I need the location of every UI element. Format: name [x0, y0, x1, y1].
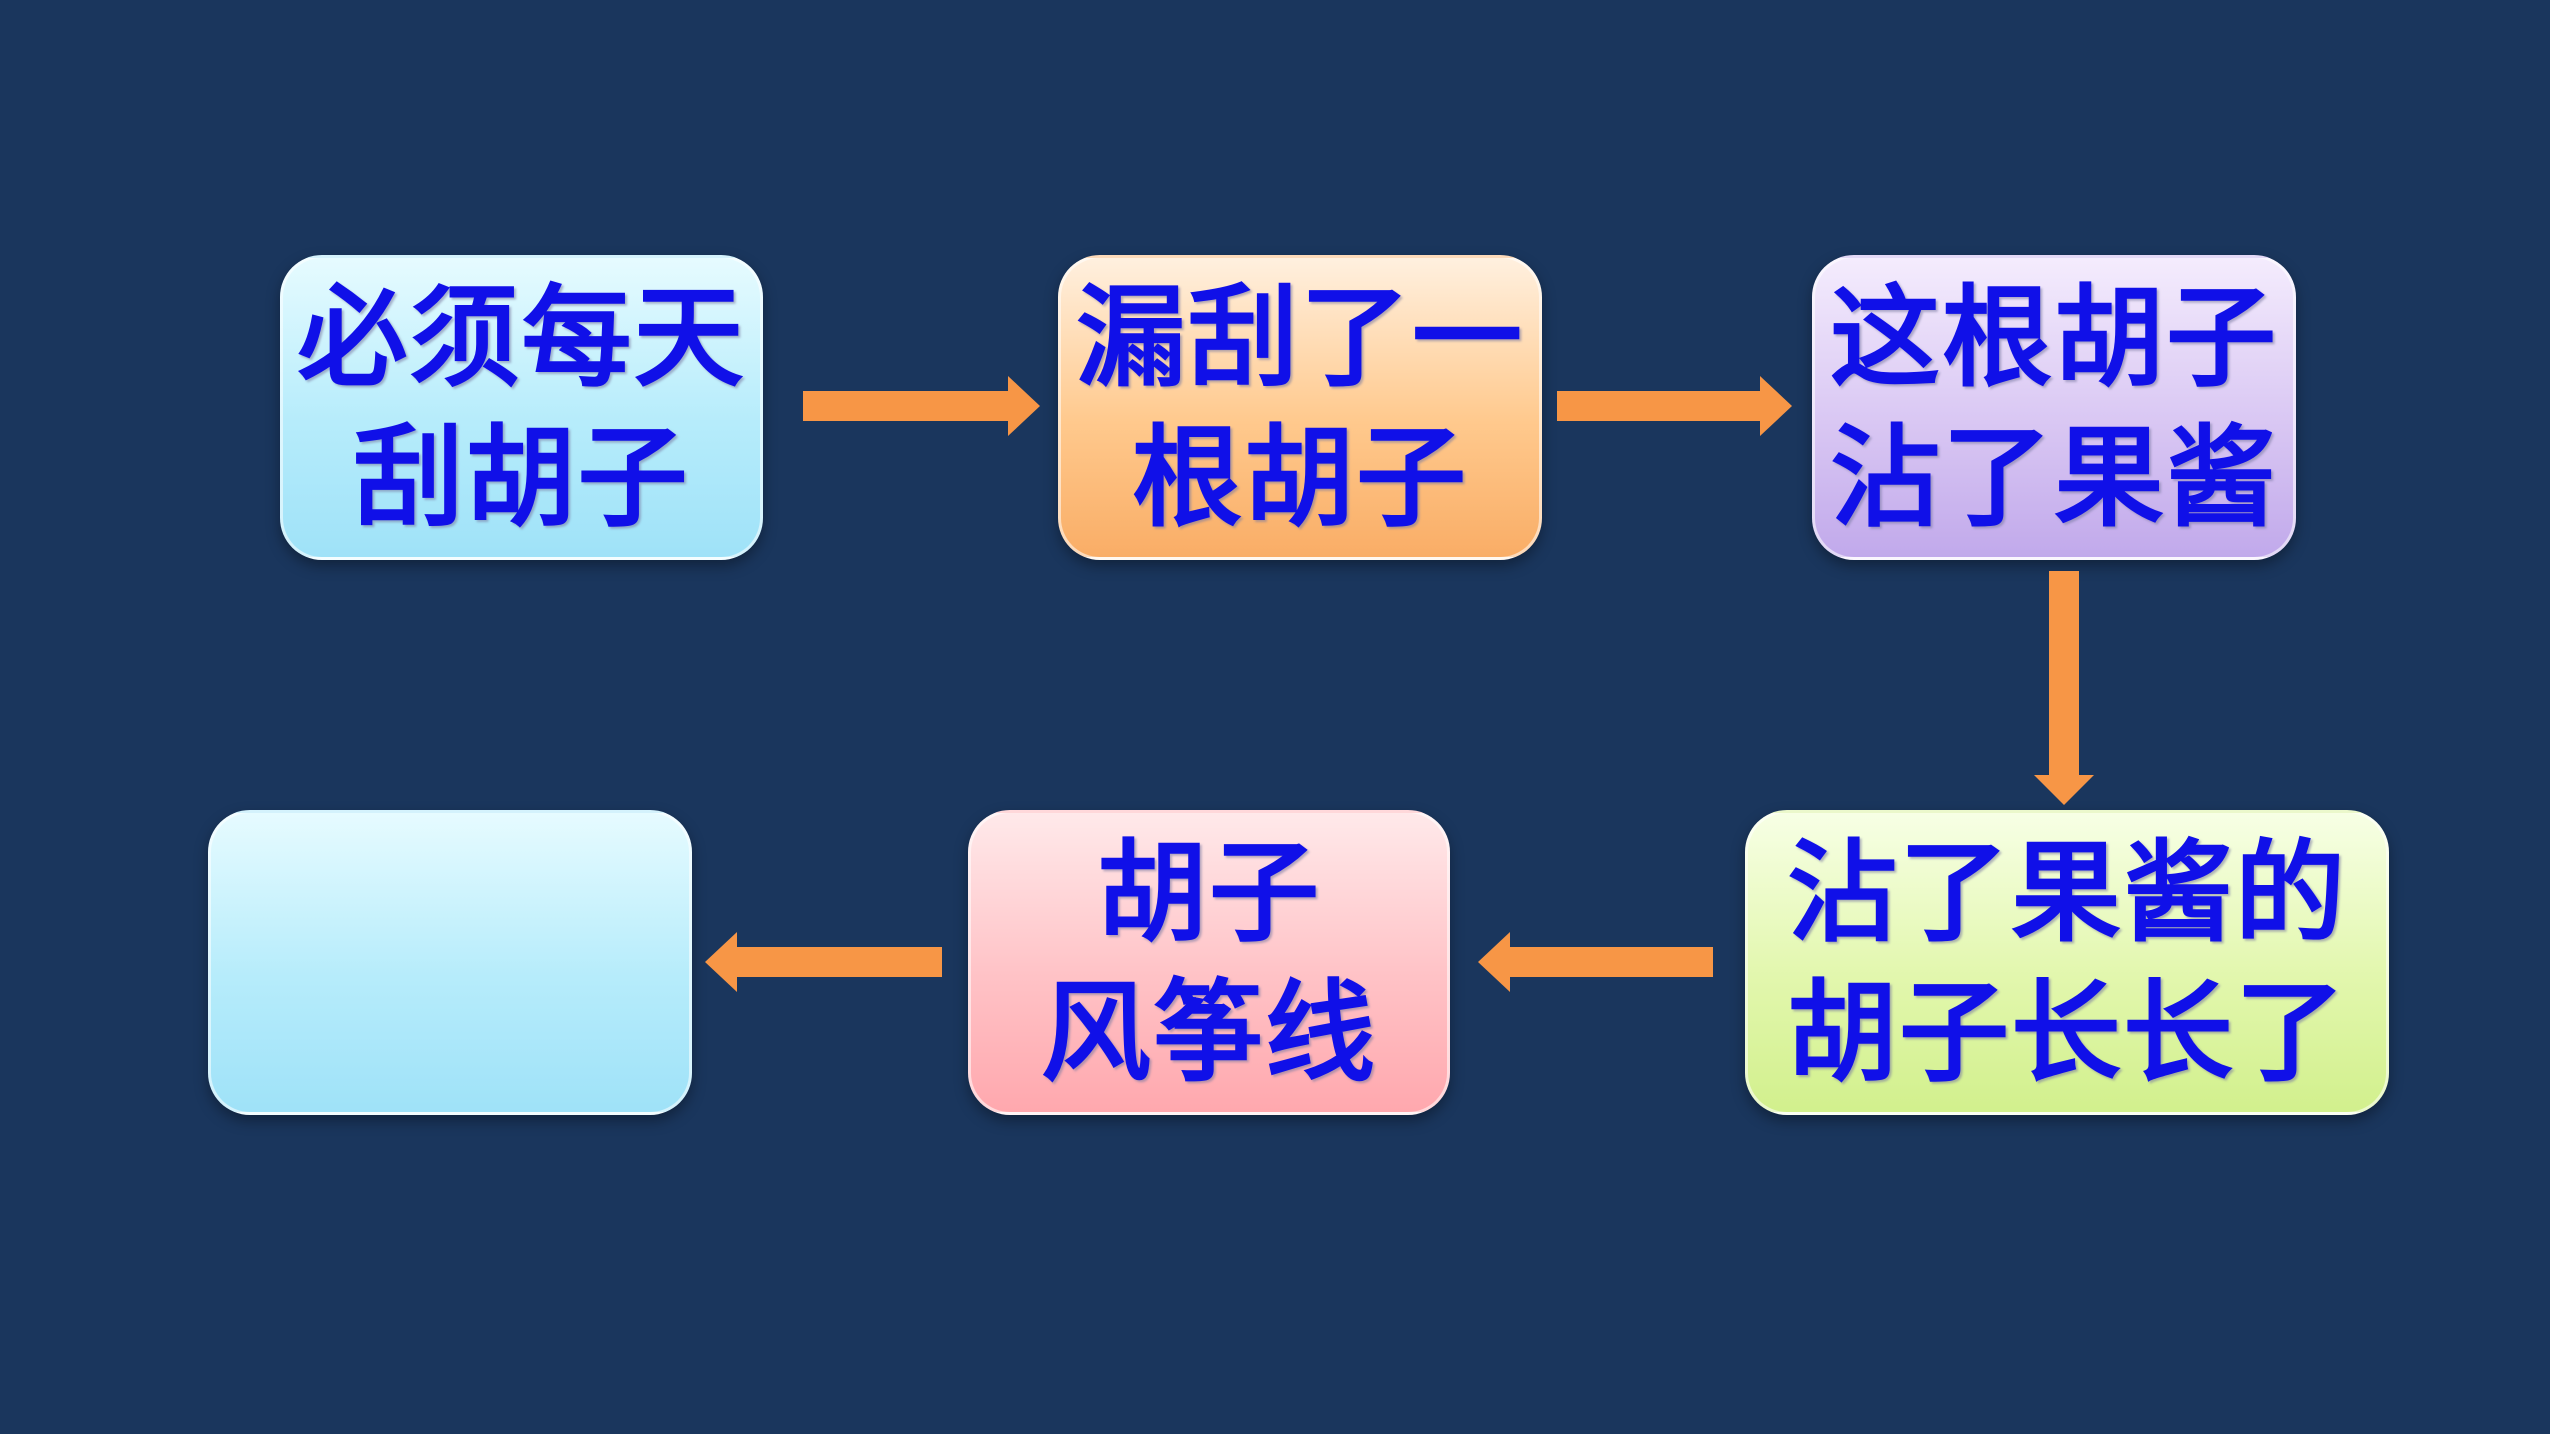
arrow-right-icon [803, 376, 1040, 436]
step-1-line-2: 刮胡子 [353, 412, 690, 542]
arrow-down-icon [2034, 571, 2094, 805]
step-box-2: 漏刮了一 根胡子 [1058, 255, 1542, 560]
step-3-line-2: 沾了果酱 [1830, 412, 2278, 542]
step-1-line-1: 必须每天 [297, 272, 746, 402]
arrow-left-icon [705, 932, 942, 992]
step-4-line-2: 胡子长长了 [1787, 967, 2347, 1097]
arrow-left-icon [1478, 932, 1713, 992]
step-2-line-2: 根胡子 [1132, 412, 1468, 542]
step-4-line-1: 沾了果酱的 [1787, 827, 2347, 957]
arrow-right-icon [1557, 376, 1792, 436]
step-box-4: 沾了果酱的 胡子长长了 [1745, 810, 2389, 1115]
step-box-3: 这根胡子 沾了果酱 [1812, 255, 2296, 560]
step-5-line-2: 风筝线 [1041, 967, 1377, 1097]
step-2-line-1: 漏刮了一 [1076, 272, 1524, 402]
step-5-line-1: 胡子 [1097, 827, 1321, 957]
step-box-5: 胡子 风筝线 [968, 810, 1450, 1115]
step-3-line-1: 这根胡子 [1830, 272, 2278, 402]
step-box-6-empty [208, 810, 692, 1115]
step-box-1: 必须每天 刮胡子 [280, 255, 763, 560]
